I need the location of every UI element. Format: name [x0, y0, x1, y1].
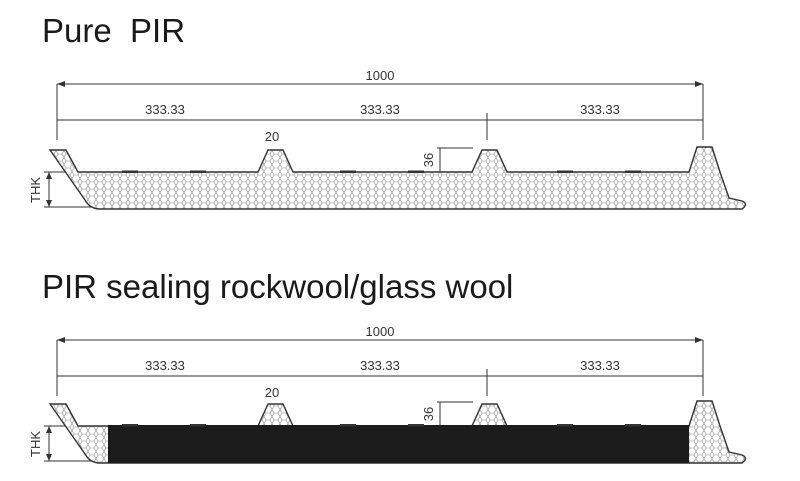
rib-height-label: 36	[421, 153, 436, 167]
diagram-title-pure-pir: Pure PIR	[42, 12, 186, 49]
thickness-label: THK	[28, 177, 43, 203]
top-sheet-ribs	[122, 170, 641, 173]
rib-width-label: 20	[265, 385, 279, 400]
segment-label-1: 333.33	[145, 358, 185, 373]
rib-width-label: 20	[265, 129, 279, 144]
thickness-label: THK	[28, 431, 43, 457]
segment-label-3: 333.33	[580, 358, 620, 373]
total-width-dimension: 1000	[56, 324, 704, 396]
total-width-label: 1000	[366, 324, 395, 339]
segment-label-3: 333.33	[580, 102, 620, 117]
total-width-dimension: 1000	[56, 68, 704, 140]
rockwool-core	[108, 425, 689, 463]
segment-dimension: 333.33 333.33 333.33	[57, 102, 703, 140]
segment-label-1: 333.33	[145, 102, 185, 117]
pir-sealing-panel-drawing: 1000 333.33 333.33 333.33 20 36 THK	[28, 324, 747, 464]
thickness-dimension: THK	[28, 425, 92, 462]
segment-dimension: 333.33 333.33 333.33	[57, 358, 703, 396]
diagram-title-pir-sealing: PIR sealing rockwool/glass wool	[42, 268, 514, 305]
pure-pir-panel-drawing: 1000 333.33 333.33 333.33 20 36 THK	[28, 68, 747, 210]
panel-profile	[48, 146, 747, 210]
rib-height-label: 36	[421, 407, 436, 421]
segment-label-2: 333.33	[360, 102, 400, 117]
rib-height-dimension: 36	[421, 147, 473, 173]
segment-label-2: 333.33	[360, 358, 400, 373]
total-width-label: 1000	[366, 68, 395, 83]
rib-height-dimension: 36	[421, 401, 473, 427]
top-sheet-ribs	[122, 424, 641, 427]
